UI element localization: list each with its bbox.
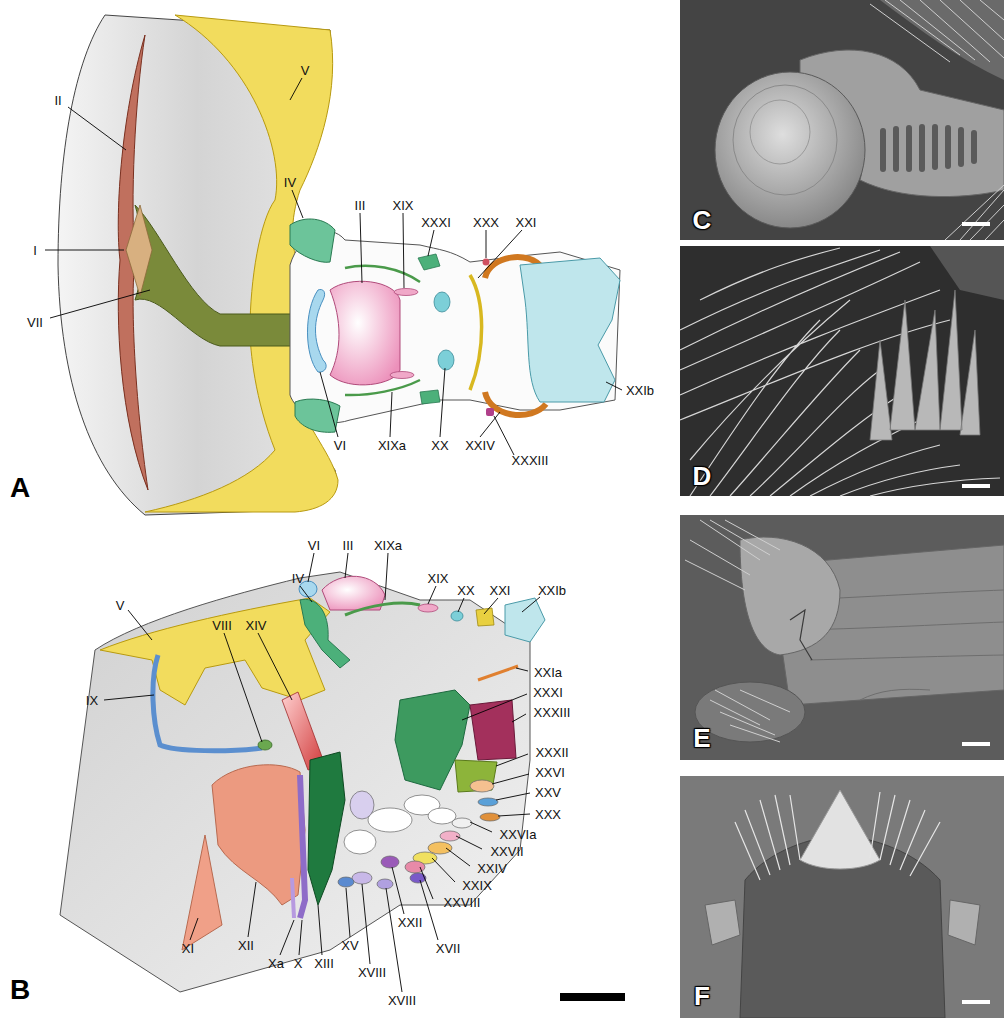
callout-number: XXXII xyxy=(535,746,568,759)
callout-number: XVIII xyxy=(388,994,416,1007)
panel-letter: D xyxy=(693,463,712,489)
structure-xi xyxy=(182,835,222,950)
structure-xxib xyxy=(505,598,545,642)
structure-xxxi xyxy=(418,254,440,404)
structure-ix xyxy=(153,655,262,751)
structure-x xyxy=(300,775,305,918)
callout-number: XII xyxy=(238,939,254,952)
callout-number: XXX xyxy=(473,216,499,229)
panel-b-drawing xyxy=(60,553,625,1001)
callout-number: IX xyxy=(86,694,98,707)
callout-number: XXXI xyxy=(421,216,451,229)
callout-number: X xyxy=(294,957,303,970)
callout-number: XIX xyxy=(428,572,449,585)
head-capsule-lateral xyxy=(60,572,530,992)
callout-number: XX xyxy=(457,584,474,597)
callout-number: XXVI xyxy=(535,766,565,779)
callout-number: XIX xyxy=(393,199,414,212)
structure-xix xyxy=(418,604,438,612)
callout-number: VII xyxy=(27,316,43,329)
callout-number: XXI xyxy=(516,216,537,229)
callout-number: XXVII xyxy=(490,845,523,858)
panel-letter: E xyxy=(693,725,710,751)
callout-number: XIV xyxy=(246,619,267,632)
callout-number: I xyxy=(33,244,37,257)
callout-number: XXXI xyxy=(533,686,563,699)
panel-letter: C xyxy=(693,207,712,233)
panel-letter: B xyxy=(10,976,30,1004)
structure-xx xyxy=(434,292,450,312)
structure-i xyxy=(126,205,152,296)
callout-number: II xyxy=(54,94,61,107)
panel-letter: A xyxy=(10,474,30,502)
callout-number: VI xyxy=(308,539,320,552)
sem-photo-f xyxy=(680,776,1004,1018)
callout-number: XI xyxy=(182,942,194,955)
callout-number: XXX xyxy=(535,808,561,821)
structure-iv xyxy=(295,399,340,432)
structure-viii xyxy=(258,740,272,750)
structure-vi xyxy=(308,289,327,372)
callout-number: XXIV xyxy=(465,439,495,452)
structure-xxxiii xyxy=(486,408,494,416)
structure-iii xyxy=(330,281,400,385)
leader-lines xyxy=(104,553,540,992)
callout-number: V xyxy=(301,64,310,77)
structure-xxxiii xyxy=(470,700,516,760)
callout-number: XVII xyxy=(436,942,461,955)
sem-photo-e xyxy=(680,515,1004,760)
callout-number: XIXa xyxy=(374,539,402,552)
callout-number: XXIb xyxy=(538,584,566,597)
callout-number: VI xyxy=(334,439,346,452)
leader-lines xyxy=(45,78,622,455)
panel-a-drawing xyxy=(45,15,622,515)
callout-number: V xyxy=(116,599,125,612)
panel-letter: F xyxy=(694,983,710,1009)
muscle-cluster xyxy=(338,780,500,889)
callout-number: XX xyxy=(431,439,448,452)
structure-xx xyxy=(451,611,463,621)
callout-number: XV xyxy=(341,939,358,952)
callout-number: Xa xyxy=(268,957,284,970)
sem-photo-d xyxy=(680,246,1004,496)
callout-number: XXII xyxy=(398,916,423,929)
callout-number: XXIb xyxy=(626,384,654,397)
structure-xix xyxy=(394,289,418,296)
sem-photo-c xyxy=(680,0,1004,240)
callout-number: XXIV xyxy=(477,862,507,875)
structure-xixa xyxy=(345,603,420,615)
structure-xa xyxy=(292,878,294,918)
structure-xx xyxy=(438,350,454,370)
structure-xxib xyxy=(520,258,620,402)
structure-xxxii xyxy=(455,760,497,792)
callout-number: III xyxy=(355,199,366,212)
callout-number: XIXa xyxy=(378,439,406,452)
callout-number: XXV xyxy=(535,786,561,799)
structure-xix xyxy=(390,372,414,379)
callout-number: XXVIa xyxy=(500,828,537,841)
labrum-base xyxy=(290,231,620,423)
callout-number: XXIX xyxy=(462,879,492,892)
structure-xxia xyxy=(478,666,518,680)
sclerite-v xyxy=(100,598,330,705)
callout-number: XVIII xyxy=(358,966,386,979)
structure-xixa xyxy=(345,266,420,395)
scale-bar xyxy=(560,993,625,1001)
callout-number: XXI xyxy=(490,584,511,597)
callout-number: XIII xyxy=(314,957,334,970)
callout-number: XXVIII xyxy=(444,896,481,909)
callout-number: IV xyxy=(284,176,296,189)
callout-number: VIII xyxy=(212,619,232,632)
structure-iv xyxy=(290,219,335,262)
callout-number: XXIa xyxy=(534,666,562,679)
callout-number: III xyxy=(343,539,354,552)
callout-number: XXXIII xyxy=(534,706,571,719)
structure-xxi xyxy=(476,608,494,626)
callout-number: XXXIII xyxy=(512,454,549,467)
callout-number: IV xyxy=(292,572,304,585)
structure-xxx xyxy=(483,259,490,266)
structure-xxi xyxy=(470,275,482,390)
